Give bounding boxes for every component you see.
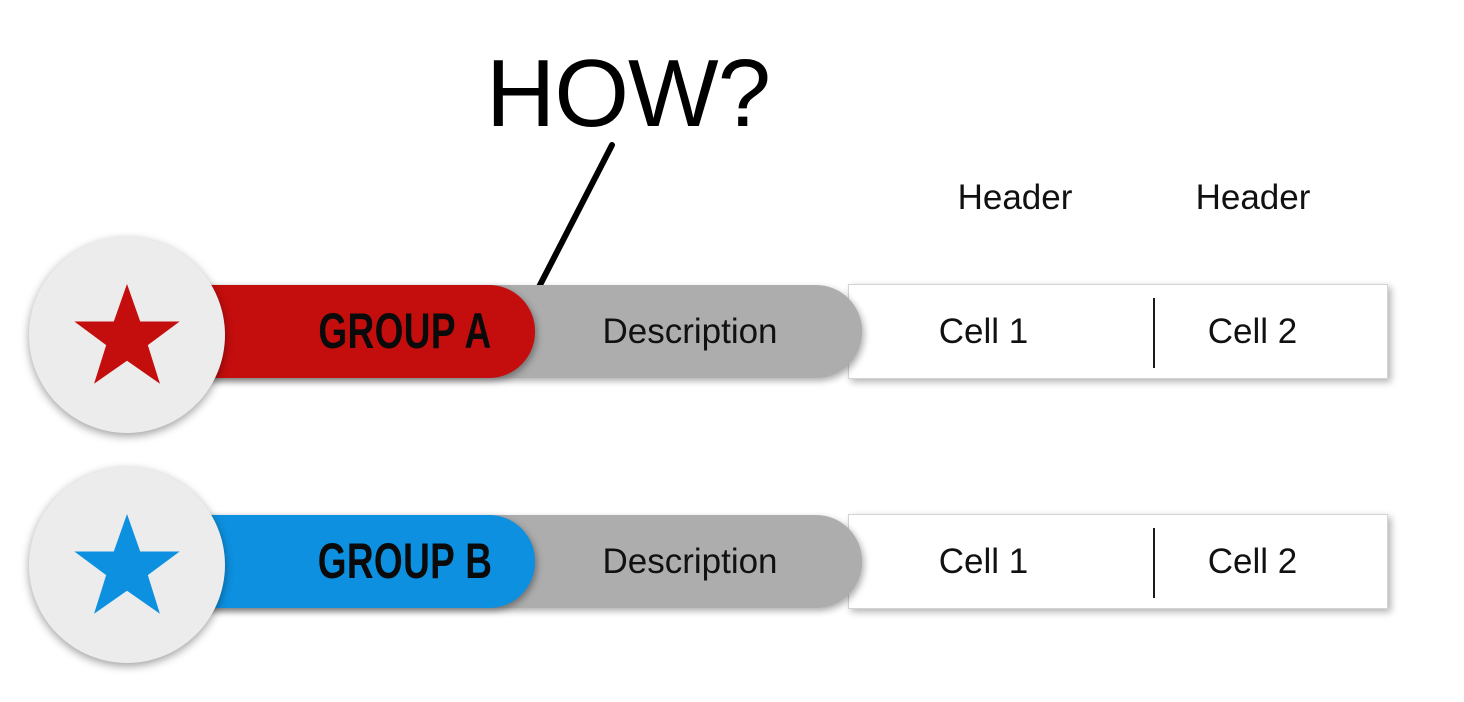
badge-circle[interactable] <box>29 467 225 663</box>
cell-2: Cell 2 <box>1207 541 1298 581</box>
table-row[interactable]: Cell 1 Cell 2 Description GROUP B <box>0 460 1464 690</box>
cell-divider <box>1153 528 1155 598</box>
cell-2: Cell 2 <box>1207 311 1298 351</box>
column-header-1: Header <box>957 178 1073 217</box>
column-header-2: Header <box>1195 178 1311 217</box>
group-label: GROUP A <box>318 303 492 359</box>
cell-row: Cell 1 Cell 2 <box>849 285 1387 378</box>
star-icon <box>74 284 180 384</box>
group-label: GROUP B <box>317 533 493 589</box>
callout-label: HOW? <box>486 40 771 147</box>
cell-panel: Cell 1 Cell 2 <box>848 284 1388 379</box>
badge-circle[interactable] <box>29 237 225 433</box>
description-label: Description <box>602 312 778 351</box>
cell-1: Cell 1 <box>938 541 1029 581</box>
cell-1: Cell 1 <box>938 311 1029 351</box>
star-icon <box>74 514 180 614</box>
cell-divider <box>1153 298 1155 368</box>
cell-row: Cell 1 Cell 2 <box>849 515 1387 608</box>
description-label: Description <box>602 542 778 581</box>
cell-panel: Cell 1 Cell 2 <box>848 514 1388 609</box>
table-row[interactable]: Cell 1 Cell 2 Description GROUP A <box>0 230 1464 460</box>
